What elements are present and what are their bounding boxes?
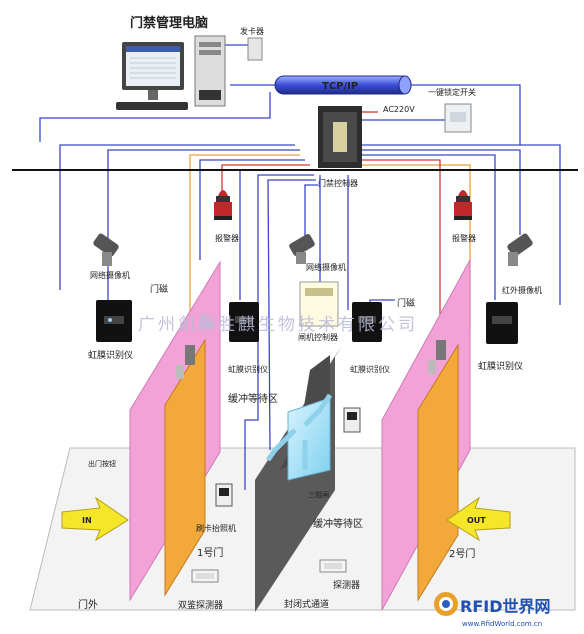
door2-label: 2号门 bbox=[449, 547, 475, 560]
door-mag-left-label: 门磁 bbox=[150, 283, 168, 295]
gate-controller-label: 闸机控制器 bbox=[298, 332, 338, 342]
lock-switch-device bbox=[444, 103, 472, 133]
iris-3-label: 虹膜识别仪 bbox=[350, 364, 390, 374]
ir-camera-right-icon bbox=[507, 233, 533, 266]
network-camera-center-icon bbox=[289, 234, 315, 264]
door-controller-label: 门禁控制器 bbox=[318, 178, 358, 188]
tcpip-bus bbox=[274, 75, 412, 95]
alarm-right-label: 报警器 bbox=[452, 233, 476, 243]
tripod-turnstile bbox=[265, 393, 333, 481]
net-cam-left-label: 网络摄像机 bbox=[90, 270, 130, 280]
lock-switch-label: 一键锁定开关 bbox=[428, 87, 476, 97]
card-reader-label: 刷卡抬照机 bbox=[196, 523, 236, 533]
detector-right-label: 探测器 bbox=[333, 579, 360, 591]
alarm-right-icon bbox=[454, 190, 472, 220]
iris-2-label: 虹膜识别仪 bbox=[228, 364, 268, 374]
door-mag-right-label: 门磁 bbox=[397, 297, 415, 309]
door-magnet-left bbox=[185, 345, 195, 365]
closed-passage-label: 封闭式通道 bbox=[284, 598, 329, 610]
card-reader-center-device bbox=[343, 407, 361, 433]
door-1 bbox=[129, 260, 221, 602]
alarm-left-label: 报警器 bbox=[215, 233, 239, 243]
gate-controller-device bbox=[299, 281, 339, 327]
door1-label: 1号门 bbox=[197, 546, 223, 559]
ir-cam-right-label: 红外摄像机 bbox=[502, 285, 542, 295]
card-reader-device bbox=[215, 483, 233, 507]
tcpip-label: TCP/IP bbox=[322, 81, 358, 92]
outside-label: 门外 bbox=[78, 598, 98, 611]
door-magnet-right bbox=[436, 340, 446, 360]
iris-4-label: 虹膜识别仪 bbox=[478, 361, 523, 372]
card-issuer-label: 发卡器 bbox=[240, 26, 264, 36]
rfid-world-logo bbox=[434, 592, 458, 616]
watermark-text: 广州創晨胜麒生物技术有限公司 bbox=[138, 315, 418, 335]
detector-right-device bbox=[319, 559, 347, 573]
tripod-gate-label: 三辊闸 bbox=[308, 490, 329, 499]
iris-reader-1-icon bbox=[96, 300, 132, 342]
management-pc bbox=[116, 35, 226, 110]
logo-url: www.RfidWorld.com.cn bbox=[462, 620, 542, 628]
in-label: IN bbox=[82, 516, 92, 525]
dual-detector-device bbox=[191, 569, 219, 583]
buffer-lower-label: 缓冲等待区 bbox=[313, 517, 363, 530]
mgmt-pc-label: 门禁管理电脑 bbox=[130, 15, 208, 31]
network-camera-left-icon bbox=[93, 233, 119, 266]
iris-1-label: 虹膜识别仪 bbox=[88, 350, 133, 361]
iris-reader-3-icon bbox=[352, 302, 382, 342]
logo-text: RFID世界网 bbox=[460, 597, 551, 616]
exit-button-label: 出门按钮 bbox=[88, 459, 116, 468]
out-label: OUT bbox=[467, 516, 486, 525]
in-arrow-icon bbox=[61, 496, 129, 542]
buffer-upper-label: 缓冲等待区 bbox=[228, 392, 278, 405]
iris-reader-4-icon bbox=[486, 302, 518, 344]
door-2 bbox=[381, 259, 471, 611]
card-issuer-device bbox=[247, 37, 263, 61]
dual-detector-label: 双鉴探测器 bbox=[178, 599, 223, 611]
ac220v-label: AC220V bbox=[383, 105, 415, 114]
net-cam-center-label: 网络摄像机 bbox=[306, 262, 346, 272]
alarm-left-icon bbox=[214, 190, 232, 220]
iris-reader-2-icon bbox=[229, 302, 259, 342]
out-arrow-icon bbox=[446, 496, 511, 542]
door-controller-device bbox=[318, 106, 362, 168]
